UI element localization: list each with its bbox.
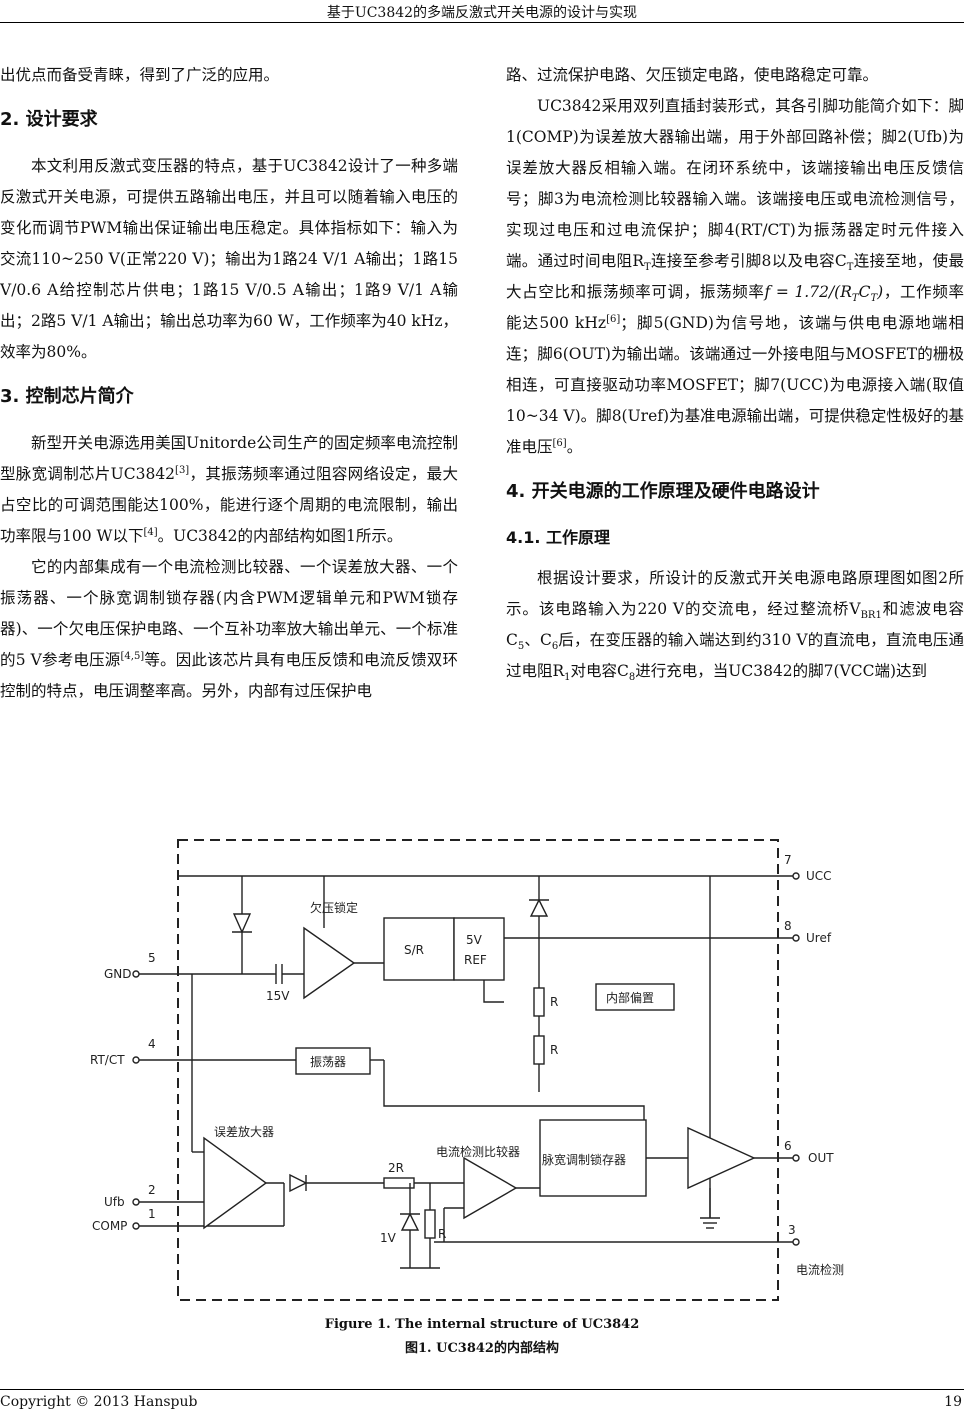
osc-label: 振荡器 bbox=[310, 1055, 346, 1069]
r1-label: R bbox=[550, 995, 558, 1009]
figure-caption-zh: 图1. UC3842的内部结构 bbox=[405, 1341, 559, 1356]
v15-label: 15V bbox=[266, 989, 290, 1003]
ufb-label: Ufb bbox=[104, 1195, 125, 1209]
zener-diode bbox=[232, 913, 252, 934]
ref-label: REF bbox=[464, 953, 487, 967]
gnd-label: GND bbox=[104, 967, 132, 981]
paragraph: 新型开关电源选用美国Unitorde公司生产的固定频率电流控制型脉宽调制芯片UC… bbox=[0, 434, 458, 545]
pin4-label: 4 bbox=[148, 1037, 156, 1051]
formula: f = 1.72/(RTCT) bbox=[764, 283, 884, 305]
pin4-terminal bbox=[132, 1056, 140, 1064]
zener-1v bbox=[400, 1212, 420, 1231]
citation: [4] bbox=[143, 526, 158, 538]
left-column: 出优点而备受青睐，得到了广泛的应用。 2. 设计要求 本文利用反激式变压器的特点… bbox=[0, 60, 458, 707]
subsection-heading-4-1: 4.1. 工作原理 bbox=[506, 528, 610, 547]
error-amplifier bbox=[203, 1136, 268, 1230]
citation: [6] bbox=[552, 437, 567, 449]
pin3-label: 3 bbox=[788, 1223, 796, 1237]
latch-label: 脉宽调制锁存器 bbox=[542, 1152, 626, 1167]
isense-label: 电流检测 bbox=[796, 1262, 844, 1277]
copyright: Copyright © 2013 Hanspub bbox=[0, 1394, 198, 1410]
sr-box bbox=[383, 917, 455, 981]
output-driver bbox=[687, 1126, 756, 1190]
paragraph: 出优点而备受青睐，得到了广泛的应用。 bbox=[0, 66, 280, 84]
footer-rule bbox=[0, 1389, 964, 1390]
running-header: 基于UC3842的多端反激式开关电源的设计与实现 bbox=[326, 5, 638, 21]
comp-label: COMP bbox=[92, 1219, 127, 1233]
current-sense-comparator bbox=[463, 1156, 518, 1220]
pin8-label: 8 bbox=[784, 919, 792, 933]
page-number: 19 bbox=[944, 1394, 962, 1410]
out-label: OUT bbox=[808, 1151, 834, 1165]
ucc-label: UCC bbox=[806, 869, 832, 883]
pin2-label: 2 bbox=[148, 1183, 156, 1197]
r2-label: R bbox=[550, 1043, 558, 1057]
pin7-label: 7 bbox=[784, 853, 792, 867]
erramp-diode bbox=[289, 1173, 308, 1193]
v1-label: 1V bbox=[380, 1231, 397, 1245]
right-column: 路、过流保护电路、欠压锁定电路，使电路稳定可靠。 UC3842采用双列直插封装形… bbox=[506, 60, 964, 687]
paragraph: 本文利用反激式变压器的特点，基于UC3842设计了一种多端反激式开关电源，可提供… bbox=[0, 157, 458, 361]
section-heading-2: 2. 设计要求 bbox=[0, 109, 98, 130]
erramp-label: 误差放大器 bbox=[214, 1124, 274, 1139]
paragraph: 路、过流保护电路、欠压锁定电路，使电路稳定可靠。 bbox=[506, 66, 879, 84]
chip-boundary bbox=[177, 839, 779, 1301]
pin6-label: 6 bbox=[784, 1139, 792, 1153]
pwm-latch-box bbox=[539, 1119, 647, 1197]
paragraph: 它的内部集成有一个电流检测比较器、一个误差放大器、一个振荡器、一个脉宽调制锁存器… bbox=[0, 558, 458, 700]
resistor-r2 bbox=[533, 1035, 545, 1065]
paragraph: 根据设计要求，所设计的反激式开关电源电路原理图如图2所示。该电路输入为220 V… bbox=[506, 569, 964, 684]
section-heading-4: 4. 开关电源的工作原理及硬件电路设计 bbox=[506, 481, 820, 502]
pin1-label: 1 bbox=[148, 1207, 156, 1221]
pin5-label: 5 bbox=[148, 951, 156, 965]
ref5v-label: 5V bbox=[466, 933, 483, 947]
ref-diode bbox=[529, 898, 549, 917]
pin8-terminal bbox=[792, 934, 800, 942]
sr-label: S/R bbox=[404, 943, 424, 957]
header-rule bbox=[0, 22, 964, 23]
pin7-terminal bbox=[792, 872, 800, 880]
internal-bias-box bbox=[595, 983, 675, 1011]
paragraph: UC3842采用双列直插封装形式，其各引脚功能简介如下：脚1(COMP)为误差放… bbox=[506, 97, 964, 456]
figure-caption-en: Figure 1. The internal structure of UC38… bbox=[324, 1317, 640, 1332]
pin5-terminal bbox=[132, 970, 140, 978]
uc3842-block-diagram: 7 UCC 8 Uref 5 GND 4 RT/CT 2 Ufb 1 COMP … bbox=[84, 838, 896, 1306]
resistor-r1 bbox=[533, 987, 545, 1017]
section-heading-3: 3. 控制芯片简介 bbox=[0, 386, 134, 407]
r3-label: R bbox=[438, 1227, 446, 1241]
pin6-terminal bbox=[792, 1154, 800, 1162]
oscillator-box bbox=[295, 1047, 371, 1075]
uref-label: Uref bbox=[806, 931, 832, 945]
bias-label: 内部偏置 bbox=[606, 990, 654, 1005]
uvlo-comparator bbox=[303, 926, 356, 1000]
ref-box bbox=[453, 917, 505, 981]
resistor-r3 bbox=[424, 1209, 436, 1239]
rtct-label: RT/CT bbox=[90, 1053, 125, 1067]
pin1-terminal bbox=[132, 1222, 140, 1230]
r2r-label: 2R bbox=[388, 1161, 404, 1175]
citation: [6] bbox=[606, 313, 621, 325]
citation: [3] bbox=[175, 464, 190, 476]
pin3-terminal bbox=[792, 1238, 800, 1246]
uvlo-label: 欠压锁定 bbox=[310, 900, 358, 915]
citation: [4,5] bbox=[120, 650, 145, 662]
cscomp-label: 电流检测比较器 bbox=[436, 1144, 520, 1159]
pin2-terminal bbox=[132, 1198, 140, 1206]
